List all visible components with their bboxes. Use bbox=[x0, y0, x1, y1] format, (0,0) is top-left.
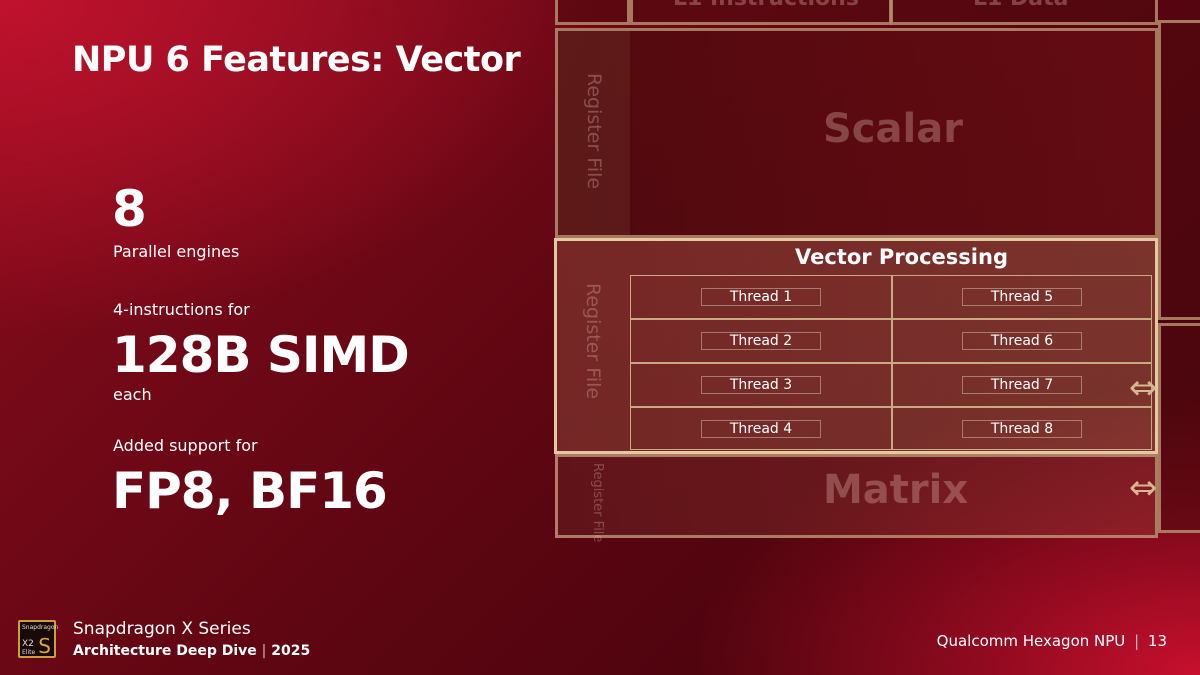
vector-label: Vector Processing bbox=[795, 245, 1008, 269]
npu-diagram: L1 Instructions L1 Data Register File Sc… bbox=[553, 0, 1200, 542]
simd-prefix: 4-instructions for bbox=[113, 300, 250, 319]
formats-prefix: Added support for bbox=[113, 436, 258, 455]
engines-caption: Parallel engines bbox=[113, 242, 240, 261]
l1-data-label: L1 Data bbox=[973, 0, 1068, 11]
vector-register-file: Register File bbox=[582, 283, 604, 400]
scalar-block: Register File Scalar bbox=[555, 28, 1158, 238]
vector-processing-block: Register File Vector Processing Thread 1… bbox=[554, 238, 1158, 454]
l1-instructions-label: L1 Instructions bbox=[673, 0, 859, 11]
double-arrow-icon: ⇔ bbox=[1129, 368, 1158, 408]
thread-7: Thread 7 bbox=[892, 363, 1152, 407]
thread-1: Thread 1 bbox=[630, 275, 892, 319]
scalar-register-file: Register File bbox=[583, 73, 605, 190]
top-left-block bbox=[555, 0, 630, 25]
right-side-block-lower bbox=[1158, 323, 1200, 533]
engines-count: 8 bbox=[112, 180, 147, 238]
thread-3: Thread 3 bbox=[630, 363, 892, 407]
thread-8: Thread 8 bbox=[892, 407, 1152, 450]
right-side-block bbox=[1158, 20, 1200, 320]
footer-subtitle: Architecture Deep Dive | 2025 bbox=[73, 643, 311, 659]
matrix-block: Register File Matrix bbox=[555, 454, 1158, 542]
l1-data-block: L1 Data bbox=[890, 0, 1158, 25]
footer-section: Qualcomm Hexagon NPU | 13 bbox=[936, 632, 1167, 650]
page-number: 13 bbox=[1147, 632, 1167, 650]
formats-value: FP8, BF16 bbox=[112, 462, 388, 520]
l1-instructions-block: L1 Instructions bbox=[630, 0, 892, 25]
matrix-register-file: Register File bbox=[590, 463, 605, 543]
footer-series: Snapdragon X Series bbox=[73, 619, 251, 639]
matrix-label: Matrix bbox=[823, 467, 969, 513]
thread-5: Thread 5 bbox=[892, 275, 1152, 319]
double-arrow-icon: ⇔ bbox=[1129, 468, 1158, 508]
thread-6: Thread 6 bbox=[892, 319, 1152, 363]
simd-value: 128B SIMD bbox=[112, 326, 410, 384]
thread-4: Thread 4 bbox=[630, 407, 892, 450]
simd-caption: each bbox=[113, 385, 152, 404]
thread-2: Thread 2 bbox=[630, 319, 892, 363]
slide-title: NPU 6 Features: Vector bbox=[72, 40, 521, 80]
scalar-label: Scalar bbox=[823, 106, 963, 152]
